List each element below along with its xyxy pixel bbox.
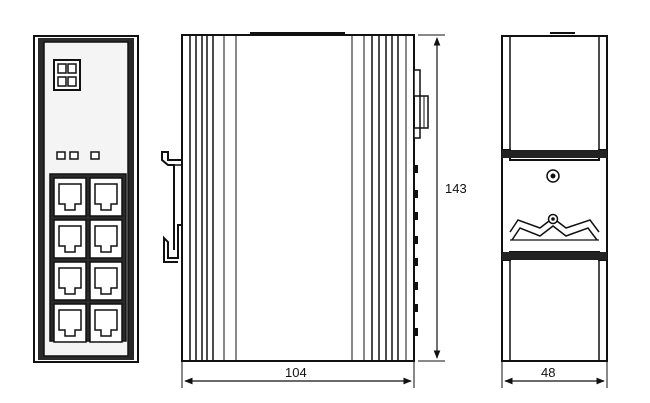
rj45-ports xyxy=(53,177,123,343)
rear-view: 48 xyxy=(501,32,608,388)
rj45-port xyxy=(89,261,123,301)
rj45-port xyxy=(89,303,123,343)
depth-label: 48 xyxy=(541,365,555,380)
rear-din-clip xyxy=(501,149,608,261)
depth-dimension: 48 xyxy=(501,362,608,388)
side-view: 143 104 xyxy=(161,32,467,388)
screw-icon xyxy=(547,213,559,225)
rj45-port xyxy=(53,303,87,343)
right-grooves xyxy=(351,35,407,361)
height-dimension: 143 xyxy=(418,34,467,362)
front-view xyxy=(33,35,139,363)
status-leds xyxy=(56,151,100,160)
led-indicator xyxy=(69,151,79,160)
width-label: 104 xyxy=(285,365,307,380)
rj45-port xyxy=(53,261,87,301)
front-connector-profile xyxy=(413,69,429,336)
left-grooves xyxy=(189,35,237,361)
screw-icon xyxy=(546,169,560,183)
led-indicator xyxy=(56,151,66,160)
width-dimension: 104 xyxy=(181,362,415,388)
side-body xyxy=(181,34,415,362)
rj45-port xyxy=(53,177,87,217)
rj45-port xyxy=(89,219,123,259)
led-indicator xyxy=(90,151,100,160)
rj45-port xyxy=(53,219,87,259)
height-label: 143 xyxy=(445,181,467,196)
rj45-port xyxy=(89,177,123,217)
terminal-block-icon xyxy=(53,59,81,91)
din-rail-clip xyxy=(161,151,182,263)
